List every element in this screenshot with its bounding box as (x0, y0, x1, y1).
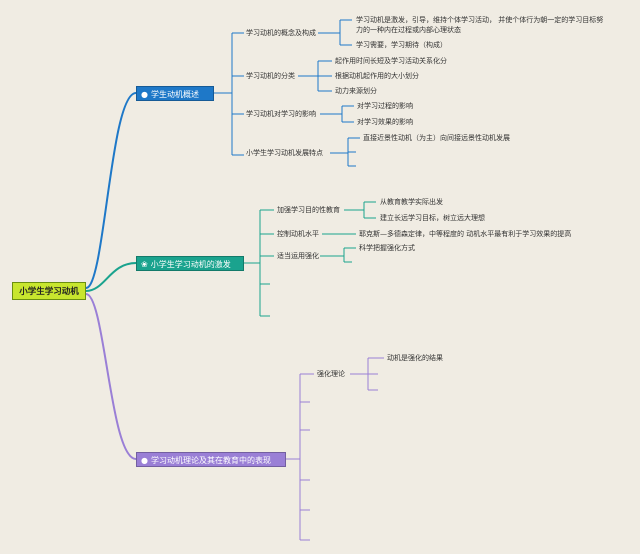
branch-label: 学生动机概述 (150, 90, 199, 99)
droplet-icon: ● (141, 90, 148, 99)
branch-topic-overview[interactable]: ●学生动机概述 (136, 86, 214, 101)
root-topic[interactable]: 小学生学习动机 (12, 282, 86, 300)
leaf-purpose-goal[interactable]: 建立长远学习目标，树立远大理想 (380, 214, 485, 222)
leaf-reinforcement-method[interactable]: 科学把握强化方式 (359, 244, 415, 252)
branch3-lines (286, 357, 384, 541)
leaf-motivation-result[interactable]: 动机是强化的结果 (387, 354, 443, 362)
leaf-concept-definition-1[interactable]: 学习动机是激发，引导，维持个体学习活动， 并使个体行为朝一定的学习目标努 (356, 16, 604, 24)
branch-topic-stimulation[interactable]: ❀小学生学习动机的激发 (136, 256, 244, 271)
leaf-purpose-practice[interactable]: 从教育教学实际出发 (380, 198, 443, 206)
leaf-influence-effect[interactable]: 对学习效果的影响 (357, 118, 413, 126)
branch-label: 小学生学习动机的激发 (150, 260, 231, 269)
connector-root-b3 (85, 293, 137, 460)
subtopic-reinforcement-use[interactable]: 适当运用强化 (277, 252, 319, 260)
subtopic-development[interactable]: 小学生学习动机发展特点 (246, 149, 323, 157)
subtopic-concept[interactable]: 学习动机的概念及构成 (246, 29, 316, 37)
droplet-icon: ● (141, 456, 148, 465)
flower-icon: ❀ (141, 260, 148, 269)
connector-root-b2 (85, 262, 137, 292)
subtopic-classification[interactable]: 学习动机的分类 (246, 72, 295, 80)
subtopic-control-level[interactable]: 控制动机水平 (277, 230, 319, 238)
branch1-lines (214, 19, 360, 167)
connector-root-b1 (85, 92, 137, 289)
leaf-yerkes-dodson[interactable]: 耶克斯—多德森定律，中等程度的 动机水平最有利于学习效果的提高 (359, 230, 572, 238)
branch-label: 学习动机理论及其在教育中的表现 (150, 456, 271, 465)
leaf-concept-definition-2[interactable]: 力的一种内在过程或内部心理状态 (356, 26, 461, 34)
leaf-classification-source[interactable]: 动力来源划分 (335, 87, 377, 95)
leaf-classification-size[interactable]: 根据动机起作用的大小划分 (335, 72, 419, 80)
leaf-concept-components[interactable]: 学习需要，学习期待（构成） (356, 41, 447, 49)
subtopic-influence[interactable]: 学习动机对学习的影响 (246, 110, 316, 118)
branch2-lines (244, 201, 376, 317)
subtopic-purpose-education[interactable]: 加强学习目的性教育 (277, 206, 340, 214)
branch-topic-theories[interactable]: ●学习动机理论及其在教育中的表现 (136, 452, 286, 467)
leaf-classification-time[interactable]: 起作用时间长短及学习活动关系化分 (335, 57, 447, 65)
leaf-development-trend[interactable]: 直接近景性动机（为主）向间接远景性动机发展 (363, 134, 510, 142)
leaf-influence-process[interactable]: 对学习过程的影响 (357, 102, 413, 110)
subtopic-reinforcement-theory[interactable]: 强化理论 (317, 370, 345, 378)
